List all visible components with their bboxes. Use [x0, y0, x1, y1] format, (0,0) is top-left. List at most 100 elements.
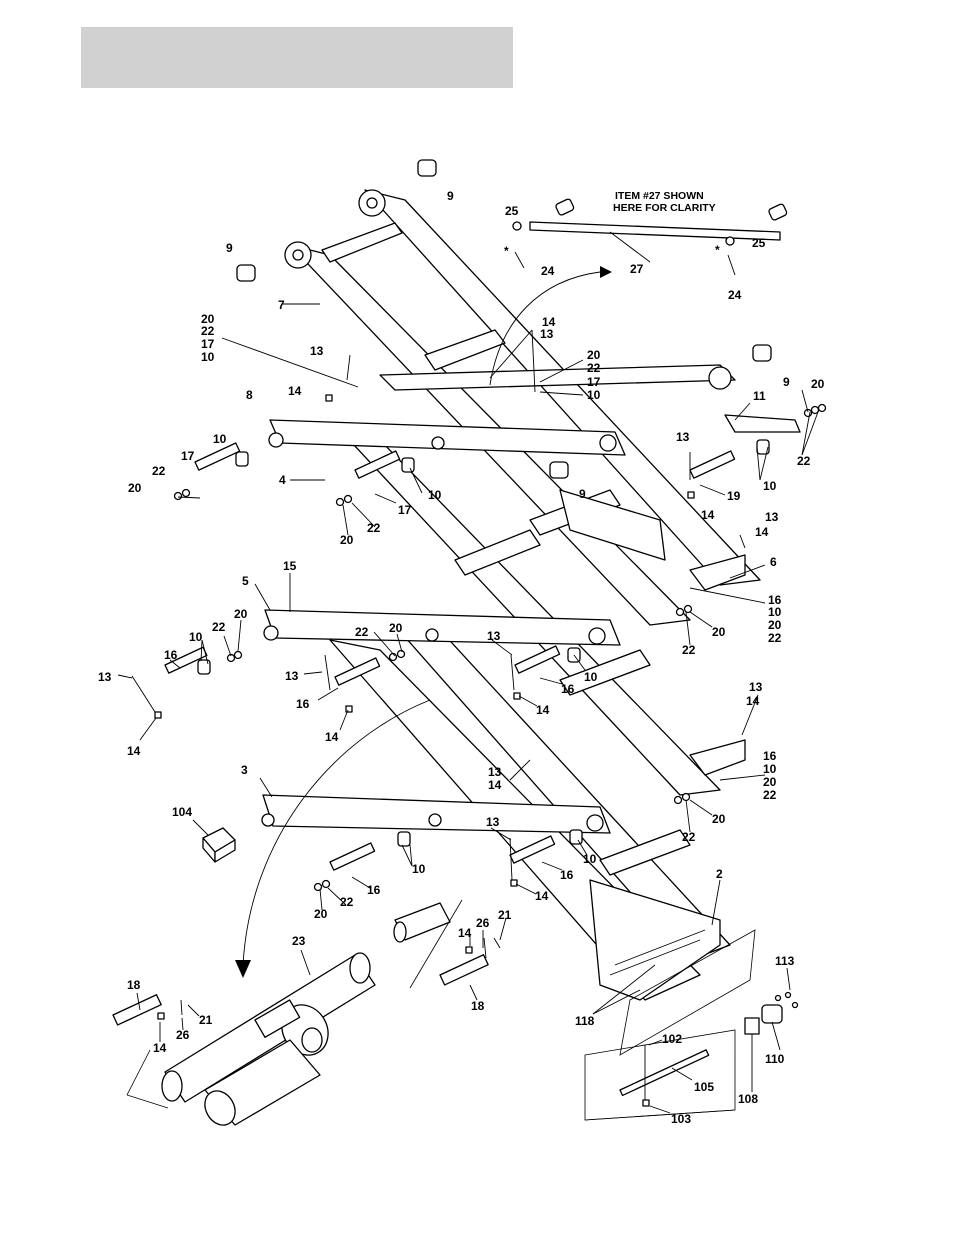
callout: 13	[749, 680, 763, 694]
asterisk-right: *	[715, 243, 720, 257]
callout: 24	[541, 264, 555, 278]
callout: 16	[367, 883, 381, 897]
pin-16	[509, 835, 556, 864]
callout: 24	[728, 288, 742, 302]
callout: 20	[234, 607, 248, 621]
callout: 17	[398, 503, 412, 517]
callout: 102	[662, 1032, 682, 1046]
pin-16	[514, 645, 561, 674]
callout: 14	[701, 508, 715, 522]
callout: 13	[487, 629, 501, 643]
roller-9	[417, 159, 437, 177]
callout: 25	[505, 204, 519, 218]
callout: 103	[671, 1112, 691, 1126]
callout: 118	[575, 1014, 595, 1028]
pin-16	[329, 842, 376, 871]
callout: 16	[296, 697, 310, 711]
callout: 20	[811, 377, 825, 391]
callout: 16	[768, 593, 782, 607]
callout: 10	[763, 762, 777, 776]
callout: 21	[199, 1013, 213, 1027]
callout: 13	[540, 327, 554, 341]
callout: 22	[212, 620, 226, 634]
rung	[599, 829, 691, 876]
callout: 14	[746, 694, 760, 708]
callout: 11	[753, 389, 766, 403]
callout: 20	[201, 312, 215, 326]
roller-9	[752, 344, 772, 362]
callout: 104	[172, 805, 192, 819]
callout: 14	[288, 384, 302, 398]
asterisk-left: *	[504, 244, 509, 258]
bushing-10	[401, 457, 415, 473]
callout: 21	[498, 908, 512, 922]
callout: 16	[164, 648, 178, 662]
callout: 4	[279, 473, 286, 487]
callout: 22	[367, 521, 381, 535]
callout: 10	[763, 479, 777, 493]
callout: 22	[682, 830, 696, 844]
pin-17	[194, 442, 241, 471]
pin-17	[354, 450, 401, 479]
pin-16	[334, 657, 381, 686]
callout: 25	[752, 236, 766, 250]
callout: 13	[676, 430, 690, 444]
callout: 17	[201, 337, 215, 351]
callout: 13	[98, 670, 112, 684]
bracket-lower	[689, 739, 746, 776]
callout: 9	[579, 487, 586, 501]
callout: 13	[285, 669, 299, 683]
switch-110	[761, 1004, 783, 1024]
callout: 22	[355, 625, 369, 639]
callout: 6	[770, 555, 777, 569]
callout: 10	[587, 388, 601, 402]
callout: 14	[458, 926, 472, 940]
callout: 14	[127, 744, 141, 758]
bushing-10	[197, 659, 211, 675]
callout: 14	[535, 889, 549, 903]
callout: 9	[447, 189, 454, 203]
bushing-10	[397, 831, 411, 847]
callout: 16	[560, 868, 574, 882]
callout: 9	[226, 241, 233, 255]
callout: 18	[127, 978, 141, 992]
callout: 13	[310, 344, 324, 358]
header-bar	[81, 27, 513, 88]
roller-9	[549, 461, 569, 479]
callout: 26	[476, 916, 490, 930]
callout-labels: 9 9 7 25 24 27 25 24 20 22 17 10 13 14 1…	[98, 189, 825, 1126]
callout: 20	[768, 618, 782, 632]
arm-11-upper-right	[379, 364, 736, 391]
callout: 22	[152, 464, 166, 478]
callout: 20	[712, 625, 726, 639]
callout: 20	[128, 481, 142, 495]
callout: 10	[189, 630, 203, 644]
rung	[454, 529, 541, 576]
link-plate-11	[724, 414, 801, 433]
crossbar-8	[269, 419, 626, 456]
callout: 20	[763, 775, 777, 789]
callout: 22	[682, 643, 696, 657]
callout: 20	[389, 621, 403, 635]
note-line-1: ITEM #27 SHOWN	[615, 190, 704, 202]
strip-27	[529, 221, 781, 241]
callout: 14	[325, 730, 339, 744]
callout: 10	[584, 670, 598, 684]
callout: 110	[765, 1052, 785, 1066]
callout: 10	[428, 488, 442, 502]
pin-18	[439, 954, 489, 986]
roller-9	[236, 264, 256, 282]
callout: 2	[716, 867, 723, 881]
callout: 22	[587, 361, 601, 375]
callout: 20	[314, 907, 328, 921]
callout: 7	[278, 298, 285, 312]
callout: 5	[242, 574, 249, 588]
rod-105	[619, 1049, 710, 1097]
callout: 10	[412, 862, 426, 876]
callout: 20	[712, 812, 726, 826]
rung	[424, 329, 506, 371]
callout: 14	[488, 778, 502, 792]
callout: 17	[587, 375, 601, 389]
callout: 9	[783, 375, 790, 389]
